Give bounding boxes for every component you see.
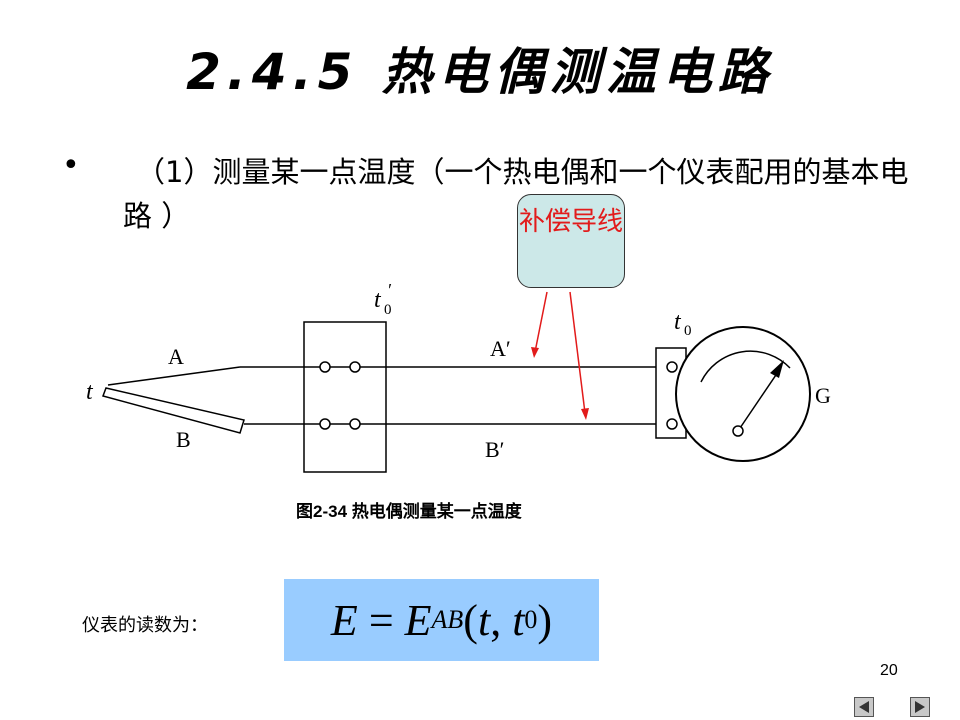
formula-comma: ,	[490, 595, 513, 645]
galvanometer	[675, 326, 811, 462]
formula-t: t	[477, 595, 491, 645]
formula-equals: =	[357, 595, 405, 645]
formula-subscript: AB	[431, 605, 464, 634]
label-A-prime: A′	[490, 336, 511, 361]
junction-box	[303, 321, 387, 473]
meter-needle	[737, 368, 781, 432]
label-B-prime: B′	[485, 437, 505, 462]
svg-text:0: 0	[684, 323, 692, 339]
reading-label: 仪表的读数为：	[82, 615, 208, 636]
needle-pivot	[732, 425, 744, 437]
meter-terminal-1	[666, 361, 678, 373]
next-slide-button[interactable]	[910, 697, 930, 717]
formula-rhs: E	[404, 595, 432, 645]
formula-lhs: E	[330, 595, 358, 645]
label-A: A	[168, 344, 184, 369]
formula-close-paren: )	[537, 595, 553, 645]
triangle-right-icon	[915, 701, 925, 713]
wire-B	[102, 387, 245, 434]
terminal-4	[349, 418, 361, 430]
wire-A	[107, 366, 241, 386]
formula-open-paren: (	[463, 595, 478, 645]
svg-text:t: t	[674, 309, 682, 335]
needle-arrowhead	[770, 360, 784, 378]
terminal-2	[349, 361, 361, 373]
bullet-text: （1）测量某一点温度（一个热电偶和一个仪表配用的基本电路 ）	[123, 155, 909, 233]
formula-t0-subscript: 0	[524, 605, 538, 634]
prev-slide-button[interactable]	[854, 697, 874, 717]
formula-box: E = E AB ( t , t 0 )	[284, 579, 599, 661]
meter-scale-arc	[700, 350, 791, 383]
terminal-1	[319, 361, 331, 373]
arrow-to-A-prime	[534, 291, 548, 353]
label-G: G	[815, 383, 831, 408]
triangle-left-icon	[859, 701, 869, 713]
formula-t0: t	[512, 595, 525, 645]
bullet-dot: •	[62, 148, 80, 183]
terminal-3	[319, 418, 331, 430]
arrow-to-B-prime	[569, 291, 586, 414]
slide-title: 2.4.5 热电偶测温电路	[186, 43, 774, 101]
meter-terminal-2	[666, 418, 678, 430]
svg-text:′: ′	[387, 280, 392, 300]
compensating-wire-callout: 补偿导线	[517, 194, 625, 288]
label-t: t	[86, 379, 94, 405]
label-B: B	[176, 427, 191, 452]
label-t0: t 0	[674, 309, 692, 339]
figure-caption: 图2-34 热电偶测量某一点温度	[296, 502, 522, 521]
label-t0-prime: t 0 ′	[374, 280, 392, 318]
callout-text: 补偿导线	[518, 207, 623, 237]
svg-text:t: t	[374, 287, 382, 313]
page-number: 20	[880, 662, 898, 679]
svg-text:0: 0	[384, 302, 392, 318]
